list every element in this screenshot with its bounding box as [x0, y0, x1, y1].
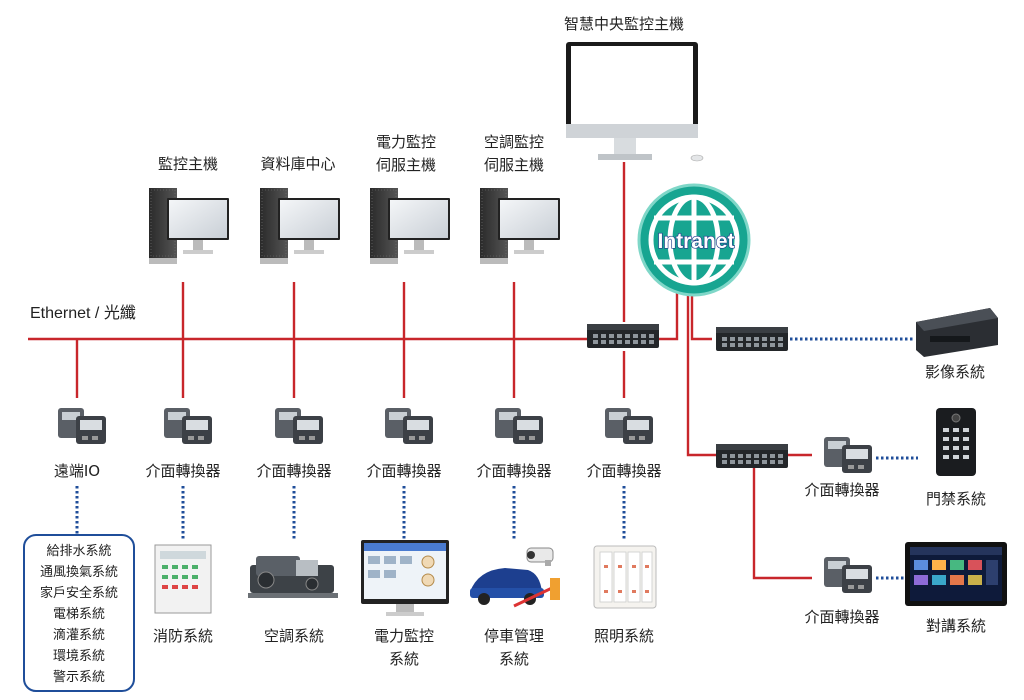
ethernet-label: Ethernet / 光纖	[30, 304, 136, 322]
parking-icon	[470, 547, 560, 608]
access-system-label: 門禁系統	[926, 490, 986, 508]
lighting-system-label: 照明系統	[594, 627, 654, 645]
network-switch-video	[716, 327, 788, 351]
server-4	[479, 187, 561, 265]
converter-7	[824, 557, 872, 593]
server-4-label-1: 空調監控	[484, 133, 544, 151]
network-switch-main	[587, 324, 659, 348]
server-3-label-1: 電力監控	[376, 133, 436, 151]
ethernet-lines	[28, 162, 812, 580]
power-system-label-1: 電力監控	[374, 627, 434, 645]
converter-3	[385, 408, 433, 444]
network-switch-right	[716, 444, 788, 468]
central-monitor: 智慧中央監控主機	[564, 15, 704, 162]
chiller-icon	[248, 556, 338, 598]
serial-lines	[75, 337, 918, 580]
power-monitor-screen-icon	[361, 540, 449, 616]
converter-1-label: 介面轉換器	[145, 462, 220, 480]
parking-system-label-2: 系統	[499, 650, 529, 668]
remote-list-item: 警示系統	[53, 669, 105, 685]
parking-system-label-1: 停車管理	[484, 627, 544, 645]
converter-3-label: 介面轉換器	[366, 462, 441, 480]
intranet-label: Intranet	[657, 230, 734, 253]
converter-5	[605, 408, 653, 444]
power-system-label-2: 系統	[389, 650, 419, 668]
central-monitor-label: 智慧中央監控主機	[564, 15, 684, 33]
intercom-panel-icon	[905, 542, 1007, 606]
intercom-system-label: 對講系統	[926, 617, 986, 635]
remote-io-device	[58, 408, 106, 444]
remote-io-label: 遠端IO	[54, 462, 100, 480]
server-2-label: 資料庫中心	[260, 155, 335, 173]
aircon-system-label: 空調系統	[264, 627, 324, 645]
converter-4	[495, 408, 543, 444]
remote-list-item: 給排水系統	[46, 544, 111, 559]
fire-panel-icon	[154, 544, 212, 614]
access-panel-icon	[936, 408, 976, 476]
remote-system-list: 給排水系統 通風換氣系統 家戶安全系統 電梯系統 滴灌系統 環境系統 警示系統	[23, 534, 135, 692]
converter-2-label: 介面轉換器	[256, 462, 331, 480]
remote-list-item: 滴灌系統	[53, 627, 105, 643]
converter-1	[164, 408, 212, 444]
converter-5-label: 介面轉換器	[586, 462, 661, 480]
intranet-globe-icon: Intranet	[637, 183, 751, 297]
light-switch-icon	[593, 545, 657, 609]
server-1	[148, 187, 230, 265]
remote-list-item: 電梯系統	[53, 607, 105, 622]
converter-6	[824, 437, 872, 473]
server-1-label: 監控主機	[158, 155, 218, 173]
remote-list-item: 家戶安全系統	[40, 585, 118, 601]
remote-list-item: 環境系統	[53, 649, 105, 664]
server-2	[259, 187, 341, 265]
converter-4-label: 介面轉換器	[476, 462, 551, 480]
nvr-server-icon	[916, 308, 998, 357]
fire-system-label: 消防系統	[153, 627, 213, 645]
video-system-label: 影像系統	[925, 363, 985, 381]
server-3	[369, 187, 451, 265]
converter-6-label: 介面轉換器	[804, 481, 879, 499]
converter-2	[275, 408, 323, 444]
converter-7-label: 介面轉換器	[804, 608, 879, 626]
server-3-label-2: 伺服主機	[376, 156, 436, 174]
remote-list-item: 通風換氣系統	[40, 565, 118, 580]
server-4-label-2: 伺服主機	[484, 156, 544, 174]
